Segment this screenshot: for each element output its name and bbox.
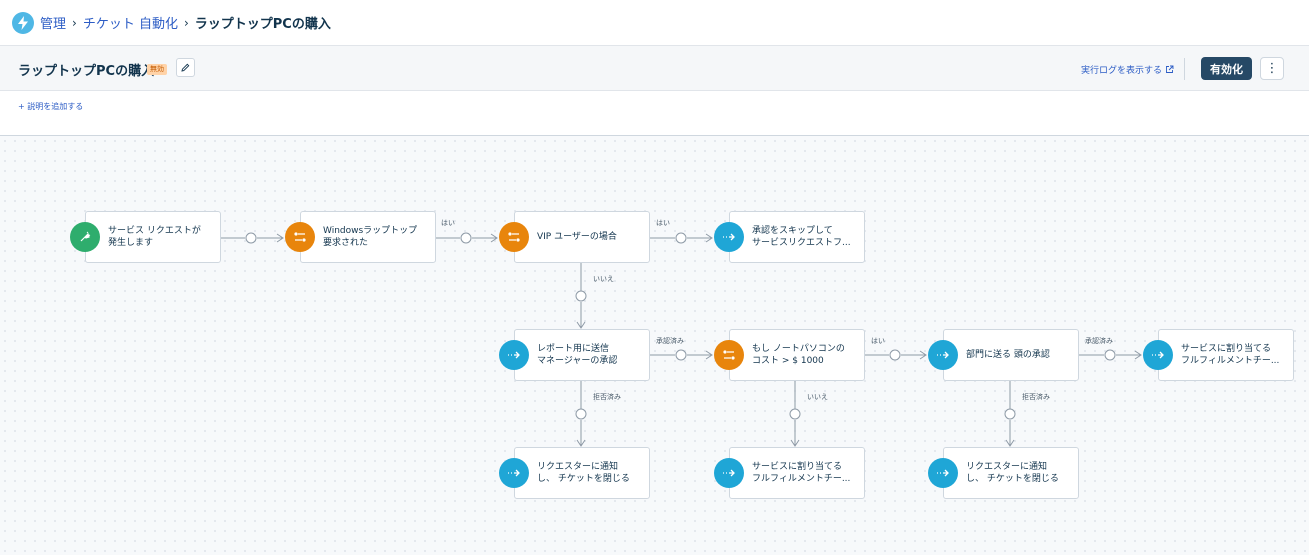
trigger-node[interactable]: サービス リクエストが発生します xyxy=(85,211,221,263)
edge-label-rejected: 拒否済み xyxy=(593,393,621,401)
edge-label-approved: 承認済み xyxy=(656,337,684,345)
automation-header: ラップトップPCの購入 無効 実行ログを表示する 有効化 ⋮ xyxy=(0,46,1309,91)
description-bar: + 説明を追加する xyxy=(0,91,1309,136)
more-options-button[interactable]: ⋮ xyxy=(1260,57,1284,80)
action-node-skip-approval[interactable]: 承認をスキップしてサービスリクエストフ... xyxy=(729,211,865,263)
view-execution-log-link[interactable]: 実行ログを表示する xyxy=(1081,63,1174,76)
node-label: 承認をスキップしてサービスリクエストフ... xyxy=(752,226,851,248)
action-node-assign-fulfillment[interactable]: サービスに割り当てるフルフィルメントチー... xyxy=(729,447,865,499)
edge-label-yes: はい xyxy=(441,219,455,227)
edge-label-rejected: 拒否済み xyxy=(1022,393,1050,401)
condition-node-cost[interactable]: もし ノートパソコンのコスト > $ 1000 xyxy=(729,329,865,381)
lightning-icon[interactable] xyxy=(12,11,34,34)
action-arrow-icon xyxy=(928,340,958,370)
action-node-manager-approval[interactable]: レポート用に送信マネージャーの承認 xyxy=(514,329,650,381)
action-arrow-icon xyxy=(1143,340,1173,370)
edge-label-no: いいえ xyxy=(593,275,614,283)
condition-node-vip[interactable]: VIP ユーザーの場合 xyxy=(514,211,650,263)
add-description-link[interactable]: + 説明を追加する xyxy=(18,102,84,111)
breadcrumb: 管理 › チケット 自動化 › ラップトップPCの購入 xyxy=(40,13,331,33)
action-node-notify-requester[interactable]: リクエスターに通知し、 チケットを閉じる xyxy=(943,447,1079,499)
action-arrow-icon xyxy=(499,458,529,488)
node-label: 部門に送る 頭の承認 xyxy=(966,350,1050,360)
view-execution-log-label: 実行ログを表示する xyxy=(1081,66,1163,76)
action-node-assign-fulfillment[interactable]: サービスに割り当てるフルフィルメントチー... xyxy=(1158,329,1294,381)
node-label: サービスに割り当てるフルフィルメントチー... xyxy=(1181,344,1280,366)
action-arrow-icon xyxy=(714,222,744,252)
edge-label-yes: はい xyxy=(871,337,885,345)
activate-button[interactable]: 有効化 xyxy=(1201,57,1252,80)
node-label: リクエスターに通知し、 チケットを閉じる xyxy=(537,462,630,484)
node-label: もし ノートパソコンのコスト > $ 1000 xyxy=(752,344,845,366)
action-node-notify-requester[interactable]: リクエスターに通知し、 チケットを閉じる xyxy=(514,447,650,499)
action-arrow-icon xyxy=(499,340,529,370)
node-label: VIP ユーザーの場合 xyxy=(537,232,617,242)
action-arrow-icon xyxy=(928,458,958,488)
connector-lines xyxy=(221,232,1142,447)
action-arrow-icon xyxy=(714,458,744,488)
edge-label-yes: はい xyxy=(656,219,670,227)
condition-branch-icon xyxy=(499,222,529,252)
chevron-right-icon: › xyxy=(72,15,77,30)
page-title: ラップトップPCの購入 xyxy=(18,64,155,79)
node-label: サービスに割り当てるフルフィルメントチー... xyxy=(752,462,851,484)
external-link-icon xyxy=(1166,65,1174,73)
condition-node-windows[interactable]: Windowsラップトップ要求された xyxy=(300,211,436,263)
condition-branch-icon xyxy=(714,340,744,370)
node-label: Windowsラップトップ要求された xyxy=(323,226,418,248)
node-label: リクエスターに通知し、 チケットを閉じる xyxy=(966,462,1059,484)
event-trigger-icon xyxy=(70,222,100,252)
node-label: レポート用に送信マネージャーの承認 xyxy=(537,344,618,366)
pencil-icon xyxy=(181,63,190,72)
condition-branch-icon xyxy=(285,222,315,252)
breadcrumb-current: ラップトップPCの購入 xyxy=(194,17,331,32)
edit-title-button[interactable] xyxy=(176,58,195,77)
action-node-dept-approval[interactable]: 部門に送る 頭の承認 xyxy=(943,329,1079,381)
status-badge: 無効 xyxy=(147,64,167,75)
workflow-canvas[interactable]: はい はい いいえ 承認済み はい 承認済み 拒否済み いいえ 拒否済み サービ… xyxy=(0,136,1309,555)
node-label: サービス リクエストが発生します xyxy=(108,226,201,248)
chevron-right-icon: › xyxy=(183,15,189,30)
breadcrumb-admin[interactable]: 管理 xyxy=(40,17,67,32)
edge-label-approved: 承認済み xyxy=(1085,337,1113,345)
breadcrumb-ticket-automation[interactable]: チケット 自動化 xyxy=(82,17,178,32)
divider xyxy=(1184,58,1185,80)
edge-label-no: いいえ xyxy=(807,393,828,401)
top-bar: 管理 › チケット 自動化 › ラップトップPCの購入 xyxy=(0,0,1309,46)
